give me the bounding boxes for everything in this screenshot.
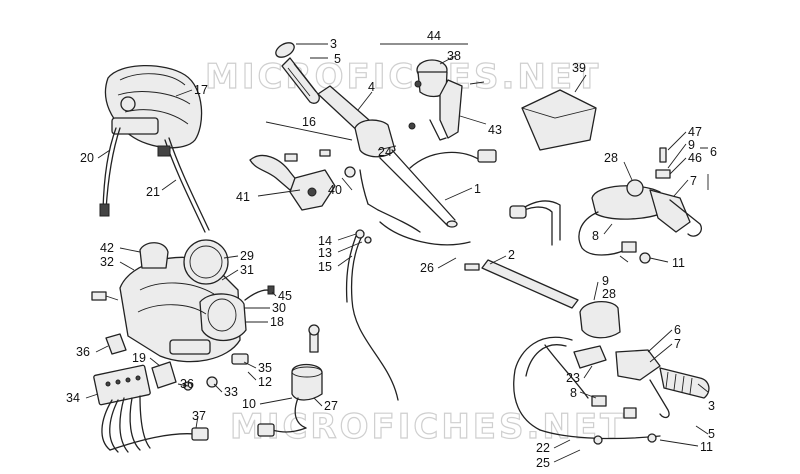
label-3: 3 (330, 37, 337, 51)
label-4: 4 (368, 80, 375, 94)
label-43: 43 (488, 123, 502, 137)
label-42: 42 (100, 241, 114, 255)
label-29: 29 (240, 249, 254, 263)
label-9: 9 (688, 138, 695, 152)
label-5-lower: 5 (708, 427, 715, 441)
label-6: 6 (710, 145, 717, 159)
label-19: 19 (132, 351, 146, 365)
label-10: 10 (242, 397, 256, 411)
label-6-lower: 6 (674, 323, 681, 337)
label-45: 45 (278, 289, 292, 303)
right-switch-assembly-bottom (513, 301, 710, 445)
label-40: 40 (328, 183, 342, 197)
label-39: 39 (572, 61, 586, 75)
label-14: 14 (318, 234, 332, 248)
label-34: 34 (66, 391, 80, 405)
leader-lines (85, 43, 709, 463)
reference-labels: 3 5 4 44 38 39 17 16 43 20 21 24 41 40 1… (66, 29, 717, 470)
label-47: 47 (688, 125, 702, 139)
label-11: 11 (672, 256, 685, 270)
label-22: 22 (536, 441, 550, 455)
label-41: 41 (236, 190, 250, 204)
label-28: 28 (604, 151, 618, 165)
label-7: 7 (690, 174, 697, 188)
label-20: 20 (80, 151, 94, 165)
ignition-switch-assembly (231, 324, 323, 437)
clutch-lever-assembly (249, 149, 421, 233)
label-32: 32 (100, 255, 114, 269)
label-44: 44 (427, 29, 441, 43)
label-31: 31 (240, 263, 254, 277)
handlebar-tube (464, 259, 579, 309)
label-8-lower: 8 (570, 386, 577, 400)
right-switch-assembly-top (509, 147, 702, 264)
cables-center (345, 149, 497, 401)
label-16: 16 (302, 115, 316, 129)
label-17: 17 (194, 83, 208, 97)
label-13: 13 (318, 246, 332, 260)
label-1: 1 (474, 182, 481, 196)
label-2: 2 (508, 248, 515, 262)
label-7-lower: 7 (674, 337, 681, 351)
master-cylinder-reservoir (408, 59, 485, 141)
label-21: 21 (146, 185, 160, 199)
label-15: 15 (318, 260, 332, 274)
label-23: 23 (566, 371, 580, 385)
label-28-lower: 28 (602, 287, 616, 301)
label-36-lower: 36 (180, 377, 194, 391)
label-36: 36 (76, 345, 90, 359)
instrument-cluster (91, 239, 275, 363)
label-3-lower: 3 (708, 399, 715, 413)
tool-pouch (521, 89, 597, 151)
label-27: 27 (324, 399, 338, 413)
switch-housing-assembly (99, 64, 210, 233)
label-46: 46 (688, 151, 702, 165)
watermark-top: MICROFICHES.NET (205, 57, 601, 97)
watermark-bottom: MICROFICHES.NET (230, 407, 626, 447)
label-5: 5 (334, 52, 341, 66)
label-37: 37 (192, 409, 206, 423)
label-25: 25 (536, 456, 550, 470)
label-8: 8 (592, 229, 599, 243)
label-9-lower: 9 (602, 274, 609, 288)
label-26: 26 (420, 261, 434, 275)
label-33: 33 (224, 385, 238, 399)
wiring-bottom-left (93, 333, 218, 453)
label-11-lower: 11 (700, 440, 713, 454)
label-30: 30 (272, 301, 286, 315)
label-38: 38 (447, 49, 461, 63)
label-35: 35 (258, 361, 272, 375)
label-24: 24 (378, 145, 392, 159)
label-12: 12 (258, 375, 272, 389)
throttle-grip-assembly (275, 42, 458, 228)
label-18: 18 (270, 315, 284, 329)
